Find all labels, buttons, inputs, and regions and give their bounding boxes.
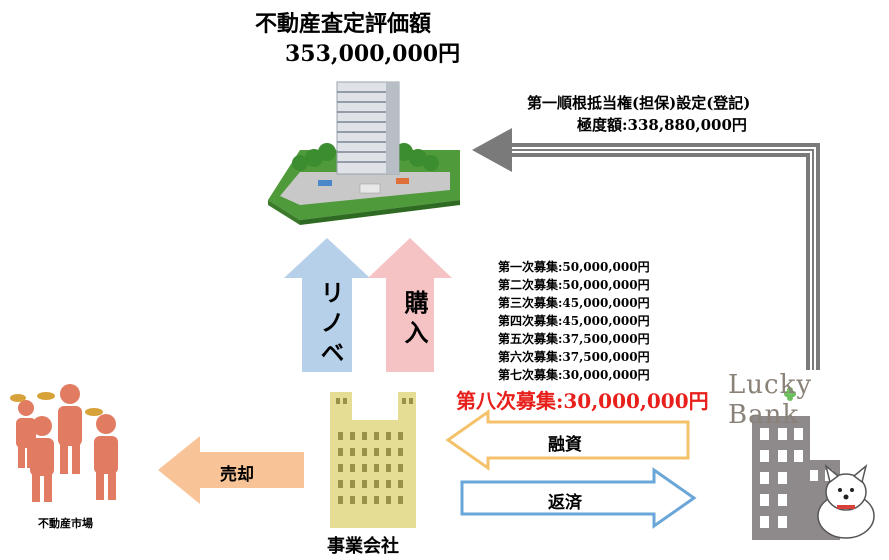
sale-arrow <box>158 436 304 504</box>
property-title: 不動産査定評価額 <box>255 11 432 37</box>
round-4: 第四次募集:45,000,000円 <box>498 314 650 328</box>
round-7: 第七次募集:30,000,000円 <box>498 368 650 382</box>
round-6: 第六次募集:37,500,000円 <box>498 350 650 364</box>
lucky-bank-logo: Lucky Bank <box>728 370 813 430</box>
financing-arrow <box>445 409 690 471</box>
renovation-arrow <box>284 238 370 372</box>
financing-label: 融資 <box>548 435 582 455</box>
renovation-label: リノベ <box>316 280 345 370</box>
market-label: 不動産市場 <box>38 517 93 530</box>
lien-arrow <box>472 128 820 370</box>
repayment-arrow <box>460 467 697 529</box>
round-8-highlight: 第八次募集:30,000,000円 <box>456 389 709 413</box>
sale-label: 売却 <box>220 465 254 485</box>
investors-people-icon <box>10 384 118 502</box>
company-label: 事業会社 <box>327 536 399 557</box>
round-3: 第三次募集:45,000,000円 <box>498 296 650 310</box>
round-2: 第二次募集:50,000,000円 <box>498 278 650 292</box>
clover-icon <box>784 387 796 401</box>
lien-line-2: 極度額:338,880,000円 <box>577 116 747 134</box>
property-building-icon <box>268 81 460 225</box>
round-1: 第一次募集:50,000,000円 <box>498 260 650 274</box>
purchase-arrow <box>368 238 452 372</box>
round-5: 第五次募集:37,500,000円 <box>498 332 650 346</box>
lien-line-1: 第一順根抵当権(担保)設定(登記) <box>527 94 751 112</box>
repayment-label: 返済 <box>548 493 582 513</box>
property-value: 353,000,000円 <box>285 41 461 67</box>
purchase-label: 購入 <box>400 290 429 350</box>
dog-mascot-icon <box>817 463 875 539</box>
company-building-icon <box>330 392 416 528</box>
